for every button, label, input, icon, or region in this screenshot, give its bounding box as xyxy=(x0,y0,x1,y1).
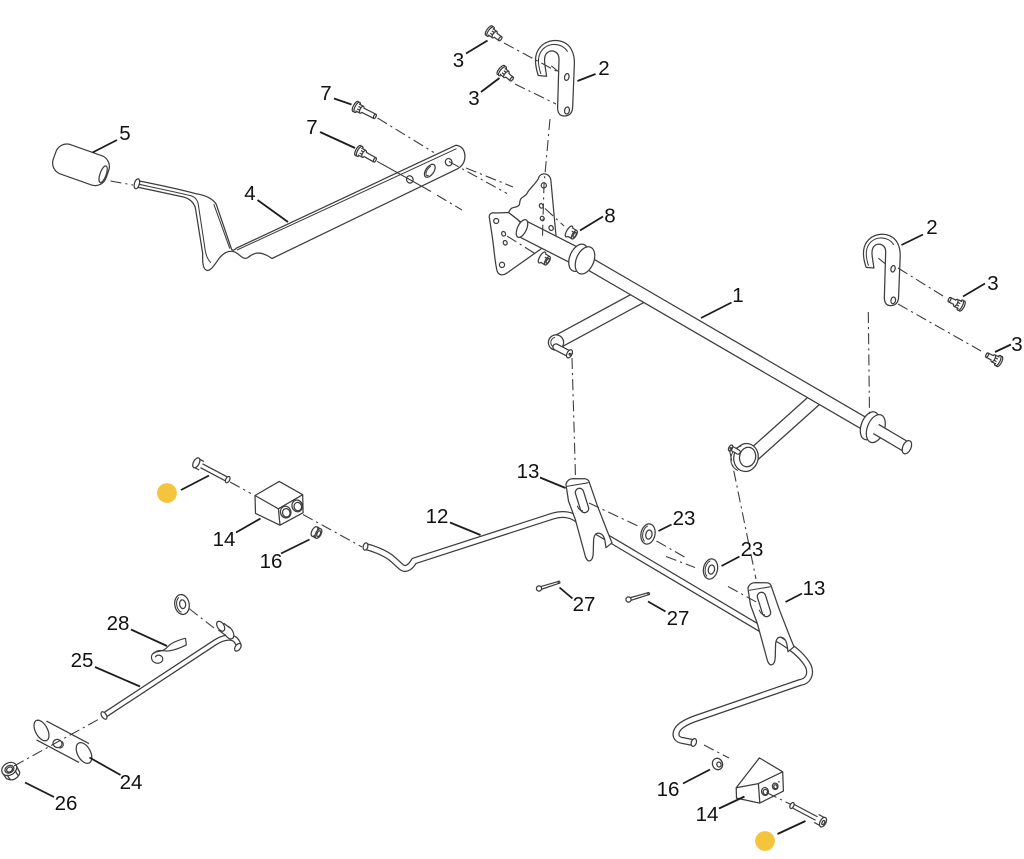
svg-text:3: 3 xyxy=(1011,333,1022,356)
svg-text:14: 14 xyxy=(213,528,236,551)
svg-text:8: 8 xyxy=(604,205,615,228)
svg-text:3: 3 xyxy=(468,87,479,110)
svg-text:7: 7 xyxy=(306,116,317,139)
svg-text:28: 28 xyxy=(107,612,130,635)
svg-text:2: 2 xyxy=(598,57,609,80)
svg-text:23: 23 xyxy=(741,538,764,561)
svg-text:5: 5 xyxy=(119,122,130,145)
svg-text:13: 13 xyxy=(803,577,826,600)
svg-text:4: 4 xyxy=(244,182,255,205)
svg-text:16: 16 xyxy=(657,778,680,801)
svg-text:1: 1 xyxy=(732,284,743,307)
svg-text:26: 26 xyxy=(55,792,78,815)
svg-text:27: 27 xyxy=(667,607,690,630)
svg-text:25: 25 xyxy=(71,649,94,672)
svg-text:3: 3 xyxy=(987,272,998,295)
svg-text:13: 13 xyxy=(517,460,540,483)
svg-text:23: 23 xyxy=(673,507,696,530)
svg-text:14: 14 xyxy=(696,803,719,826)
svg-text:2: 2 xyxy=(926,216,937,239)
svg-text:3: 3 xyxy=(453,49,464,72)
svg-text:24: 24 xyxy=(120,771,143,794)
svg-text:27: 27 xyxy=(573,593,596,616)
svg-text:12: 12 xyxy=(426,505,449,528)
svg-text:16: 16 xyxy=(260,550,283,573)
svg-text:7: 7 xyxy=(320,82,331,105)
